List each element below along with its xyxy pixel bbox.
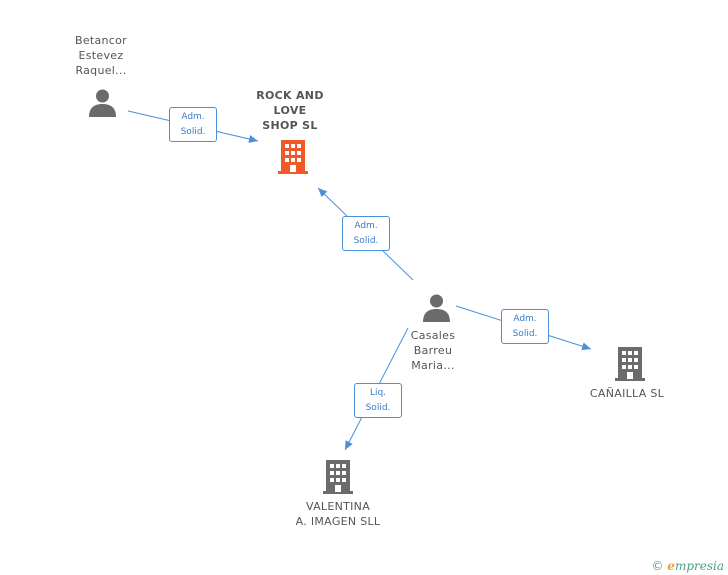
company-valentina-label[interactable]: VALENTINA A. IMAGEN SLL [278,499,398,529]
person-casales-label[interactable]: Casales Barreu Maria... [388,328,478,373]
person-betancor-label[interactable]: Betancor Estevez Raquel... [56,33,146,78]
edge-label-line-2: Solid. [353,236,379,246]
company-rock-line-1: ROCK AND [256,89,324,102]
company-valentina-line-1: VALENTINA [305,500,371,513]
logo-e: e [667,559,675,573]
person-icon[interactable] [422,293,451,322]
copyright-symbol: © [651,559,664,573]
brand-footer[interactable]: © empresia [651,559,724,573]
edge-label-casales-canailla: Adm. Solid. [501,309,549,344]
edge-label-line-1: Adm. [181,112,205,122]
edge-label-betancor-rock: Adm. Solid. [169,107,217,142]
company-canailla-label[interactable]: CAÑAILLA SL [575,386,679,401]
edge-label-line-1: Adm. [354,221,378,231]
company-rock-line-3: SHOP SL [262,119,318,132]
company-rock-label[interactable]: ROCK AND LOVE SHOP SL [240,88,340,133]
person-casales-line-3: Maria... [411,359,455,372]
edge-label-line-1: Adm. [513,314,537,324]
building-icon[interactable] [614,347,646,381]
company-valentina-line-2: A. IMAGEN SLL [295,515,381,528]
person-betancor-line-1: Betancor [74,34,128,47]
person-icon[interactable] [88,88,117,117]
person-casales-line-2: Barreu [413,344,453,357]
logo-rest: mpresia [674,559,724,573]
company-canailla-line-1: CAÑAILLA SL [589,387,665,400]
edge-label-line-2: Solid. [512,329,538,339]
empresia-logo: empresia [667,559,724,573]
edge-label-line-2: Solid. [365,403,391,413]
edge-label-line-1: Liq. [369,388,387,398]
edge-label-line-2: Solid. [180,127,206,137]
building-icon[interactable] [277,140,309,174]
edge-label-casales-valentina: Liq. Solid. [354,383,402,418]
person-casales-line-1: Casales [410,329,456,342]
edge-label-casales-rock: Adm. Solid. [342,216,390,251]
person-betancor-line-2: Estevez [78,49,124,62]
person-betancor-line-3: Raquel... [75,64,127,77]
building-icon[interactable] [322,460,354,494]
company-rock-line-2: LOVE [273,104,307,117]
